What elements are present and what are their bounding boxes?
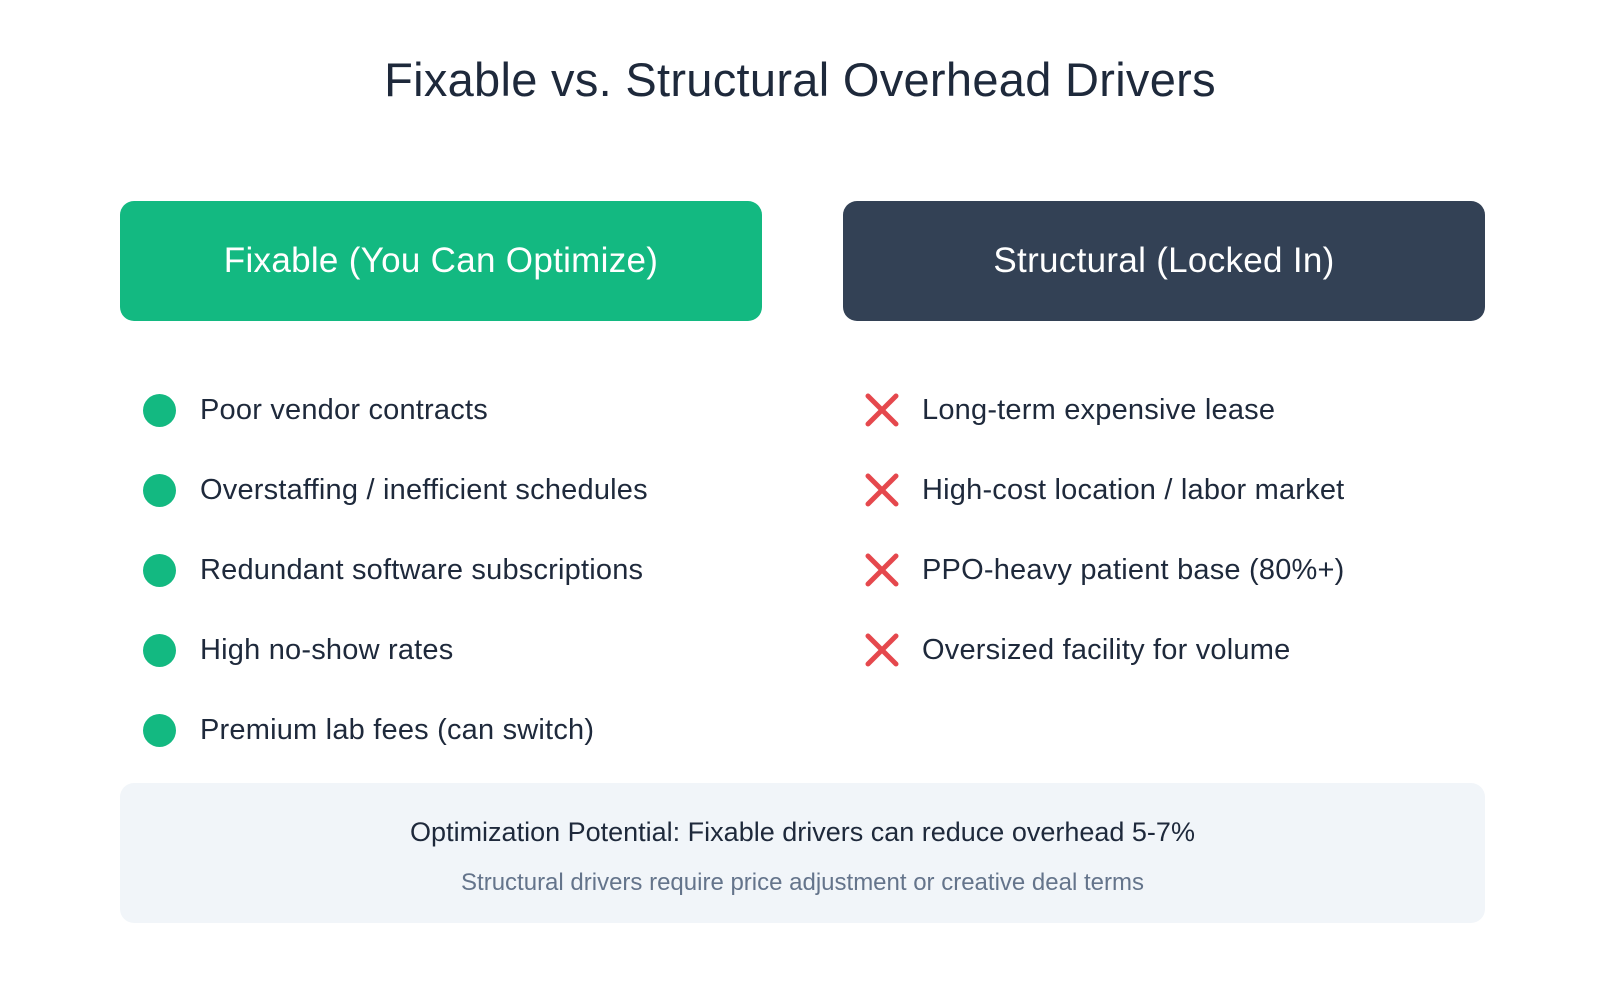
list-item: Overstaffing / inefficient schedules — [143, 450, 648, 530]
list-item-label: High no-show rates — [200, 633, 454, 666]
list-item: Premium lab fees (can switch) — [143, 690, 648, 770]
list-item-label: Redundant software subscriptions — [200, 553, 644, 586]
structural-column-header: Structural (Locked In) — [843, 201, 1485, 321]
list-item-label: Overstaffing / inefficient schedules — [200, 473, 648, 506]
red-x-icon — [865, 473, 899, 507]
green-dot-icon — [143, 473, 176, 507]
red-x-icon — [865, 633, 899, 667]
list-item-label: PPO-heavy patient base (80%+) — [922, 553, 1345, 586]
green-dot-icon — [143, 633, 176, 667]
list-item-label: High-cost location / labor market — [922, 473, 1345, 506]
list-item: Redundant software subscriptions — [143, 530, 648, 610]
list-item-label: Premium lab fees (can switch) — [200, 713, 595, 746]
red-x-icon — [865, 553, 899, 587]
list-item: High no-show rates — [143, 610, 648, 690]
summary-box: Optimization Potential: Fixable drivers … — [120, 783, 1485, 923]
list-item: Oversized facility for volume — [862, 610, 1345, 690]
list-item: High-cost location / labor market — [862, 450, 1345, 530]
list-item: Long-term expensive lease — [862, 370, 1345, 450]
structural-list: Long-term expensive lease High-cost loca… — [862, 370, 1345, 690]
structural-header-label: Structural (Locked In) — [993, 241, 1335, 280]
list-item-label: Poor vendor contracts — [200, 393, 488, 426]
list-item-label: Oversized facility for volume — [922, 633, 1291, 666]
summary-sub-text: Structural drivers require price adjustm… — [461, 869, 1144, 896]
red-x-icon — [865, 393, 899, 427]
list-item: PPO-heavy patient base (80%+) — [862, 530, 1345, 610]
green-dot-icon — [143, 553, 176, 587]
fixable-header-label: Fixable (You Can Optimize) — [223, 241, 659, 280]
summary-main-text: Optimization Potential: Fixable drivers … — [410, 817, 1195, 847]
list-item: Poor vendor contracts — [143, 370, 648, 450]
fixable-list: Poor vendor contracts Overstaffing / ine… — [143, 370, 648, 770]
green-dot-icon — [143, 713, 176, 747]
page-title: Fixable vs. Structural Overhead Drivers — [384, 53, 1216, 106]
green-dot-icon — [143, 393, 176, 427]
fixable-column-header: Fixable (You Can Optimize) — [120, 201, 762, 321]
list-item-label: Long-term expensive lease — [922, 393, 1276, 426]
